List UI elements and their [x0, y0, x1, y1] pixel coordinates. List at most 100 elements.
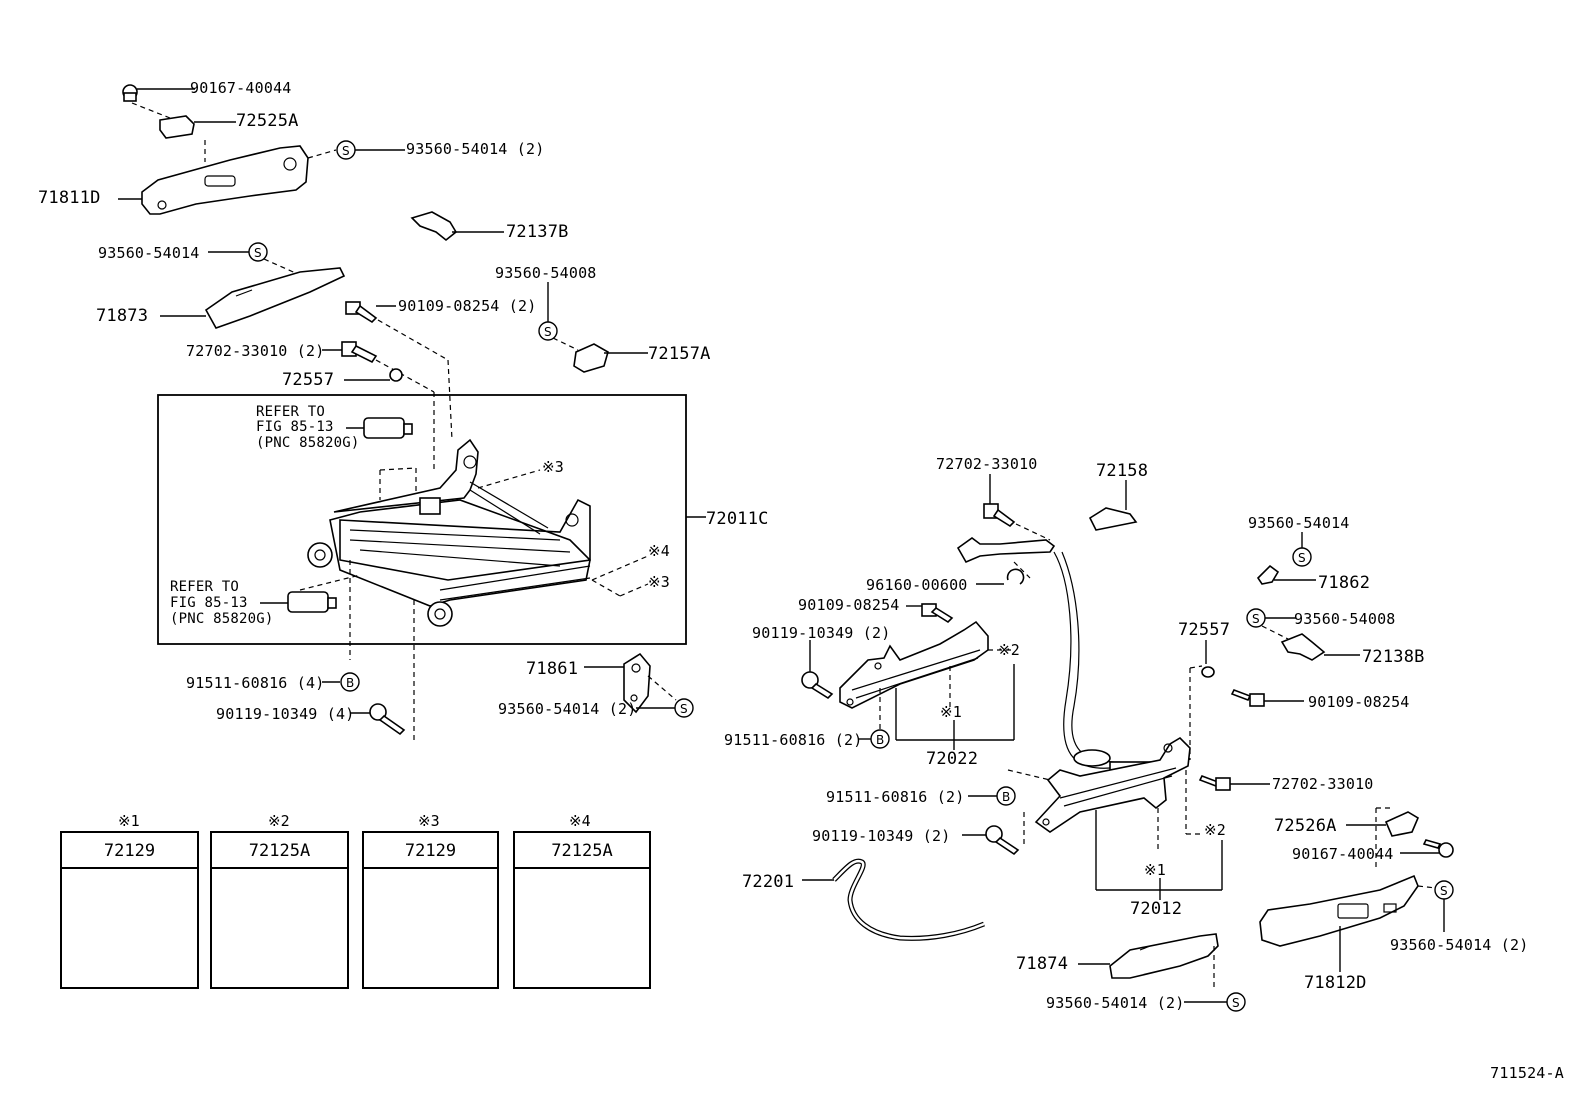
- mark-2-upper: ※2: [998, 641, 1020, 659]
- label-72138B: 72138B: [1362, 647, 1425, 667]
- svg-text:S: S: [1252, 612, 1260, 626]
- legend-mark-1: ※1: [118, 812, 140, 830]
- screw-93560-54014-bracket: S: [636, 698, 694, 718]
- e-ring-96160-00600: [976, 568, 1025, 585]
- clip-72137B: [410, 211, 504, 242]
- svg-text:S: S: [1232, 996, 1240, 1010]
- label-71874: 71874: [1016, 954, 1069, 974]
- label-90109-08254-right-mid: 90109-08254: [798, 596, 900, 614]
- label-90167-40044-right: 90167-40044: [1292, 845, 1394, 863]
- legend-divider: [515, 867, 649, 869]
- clip-71862: [1256, 564, 1316, 585]
- washer-72557-right: [1189, 640, 1215, 760]
- screw-93560-54014-lower: S: [1184, 992, 1246, 1012]
- label-93560-54014-left: 93560-54014: [98, 244, 200, 262]
- label-72525A: 72525A: [236, 111, 299, 131]
- link-rod-72201: [802, 858, 985, 941]
- label-93560-54014-right: 93560-54014: [1248, 514, 1350, 532]
- svg-text:S: S: [680, 702, 688, 716]
- seat-adjuster-box: [157, 394, 706, 645]
- bolt-91511-60816-right-lower: B: [968, 786, 1016, 806]
- refer-lower-line2: FIG 85-13: [170, 595, 248, 611]
- label-71862: 71862: [1318, 573, 1371, 593]
- mark-4: ※4: [648, 542, 670, 560]
- label-71811D: 71811D: [38, 188, 101, 208]
- label-90109-08254-2: 90109-08254 (2): [398, 297, 537, 315]
- clip-72138B: [1280, 633, 1360, 661]
- screw-93560-54008-left: S: [538, 282, 579, 351]
- circle-code-b: B: [346, 676, 354, 690]
- label-91511-60816-2-upper: 91511-60816 (2): [724, 731, 863, 749]
- label-72158: 72158: [1096, 461, 1149, 481]
- label-71861: 71861: [526, 659, 579, 679]
- release-cable: [956, 537, 1171, 773]
- legend-box-3: 72129: [362, 831, 499, 989]
- label-72557-left: 72557: [282, 370, 335, 390]
- rail-72022: [839, 620, 1015, 750]
- svg-text:B: B: [1002, 790, 1010, 804]
- refer-upper-line3: (PNC 85820G): [256, 435, 360, 451]
- svg-text:S: S: [544, 325, 552, 339]
- label-90167-40044-top: 90167-40044: [190, 79, 292, 97]
- mark-2-lower: ※2: [1204, 821, 1226, 839]
- cover-71811D: [118, 145, 337, 215]
- legend-divider: [62, 867, 197, 869]
- mark-1-upper: ※1: [940, 703, 962, 721]
- motor-upper: [346, 417, 413, 439]
- bolt-90167-40044-right: [1400, 839, 1454, 858]
- screw-93560-54008-right: S: [1246, 608, 1296, 641]
- legend-part-72129-a: 72129: [103, 841, 156, 861]
- label-71812D: 71812D: [1304, 973, 1367, 993]
- legend-part-72129-b: 72129: [404, 841, 457, 861]
- label-96160-00600: 96160-00600: [866, 576, 968, 594]
- svg-text:S: S: [254, 246, 262, 260]
- legend-box-2: 72125A: [210, 831, 349, 989]
- legend-divider: [364, 867, 497, 869]
- motor-lower: [260, 591, 337, 613]
- legend-part-72125A-b: 72125A: [551, 841, 613, 861]
- clip-72158: [1088, 480, 1138, 531]
- mark-1-lower: ※1: [1144, 861, 1166, 879]
- cap-72525A: [159, 115, 236, 162]
- bolt-72702-33010-right-mid: [1198, 774, 1270, 791]
- label-91511-60816-4: 91511-60816 (4): [186, 674, 325, 692]
- washer-72557-left: [344, 368, 403, 382]
- label-72137B: 72137B: [506, 222, 569, 242]
- svg-text:S: S: [1440, 884, 1448, 898]
- label-90119-10349-4: 90119-10349 (4): [216, 705, 355, 723]
- label-90119-10349-2-upper: 90119-10349 (2): [752, 624, 891, 642]
- screw-93560-54014-cover-right: S: [1434, 880, 1454, 932]
- bolt-90109-08254-right-mid: [906, 603, 954, 624]
- legend-box-1: 72129: [60, 831, 199, 989]
- bolt-72702-33010-left: [322, 341, 435, 470]
- screw-93560-54014-right: S: [1292, 532, 1312, 567]
- label-93560-54014-2-top: 93560-54014 (2): [406, 140, 545, 158]
- legend-mark-3: ※3: [418, 812, 440, 830]
- refer-upper-line1: REFER TO: [256, 404, 326, 420]
- legend-box-4: 72125A: [513, 831, 651, 989]
- label-90109-08254-right-lower: 90109-08254: [1308, 693, 1410, 711]
- bolt-90109-08254-left: [345, 301, 453, 441]
- mark-3-lower: ※3: [648, 573, 670, 591]
- label-72012: 72012: [1130, 899, 1183, 919]
- label-93560-54014-2-cover-right: 93560-54014 (2): [1390, 936, 1529, 954]
- label-90119-10349-2-lower: 90119-10349 (2): [812, 827, 951, 845]
- label-91511-60816-2-lower: 91511-60816 (2): [826, 788, 965, 806]
- label-93560-54014-2-lower: 93560-54014 (2): [1046, 994, 1185, 1012]
- label-71873: 71873: [96, 306, 149, 326]
- cover-71812D: [1259, 874, 1437, 972]
- screw-93560-54014-left: S: [208, 242, 301, 276]
- label-72702-33010-right-mid: 72702-33010: [1272, 775, 1374, 793]
- bolt-90167-40044-top: [122, 84, 195, 119]
- refer-lower-line1: REFER TO: [170, 579, 240, 595]
- legend-mark-4: ※4: [569, 812, 591, 830]
- label-72526A: 72526A: [1274, 816, 1337, 836]
- circle-code-s: S: [342, 144, 350, 158]
- label-72557-right: 72557: [1178, 620, 1231, 640]
- bolt-91511-60816-right-upper: B: [858, 729, 890, 749]
- svg-text:S: S: [1298, 551, 1306, 565]
- refer-upper-line2: FIG 85-13: [256, 419, 334, 435]
- refer-lower-line3: (PNC 85820G): [170, 611, 274, 627]
- label-93560-54008-left: 93560-54008: [495, 264, 597, 282]
- label-72157A: 72157A: [648, 344, 711, 364]
